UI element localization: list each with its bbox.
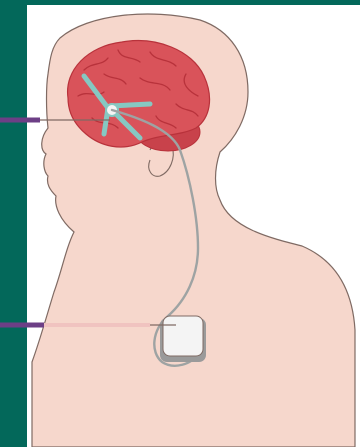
pulse-generator [163, 316, 203, 356]
frame-top-strip [0, 0, 360, 5]
frame-left-band [0, 0, 27, 447]
